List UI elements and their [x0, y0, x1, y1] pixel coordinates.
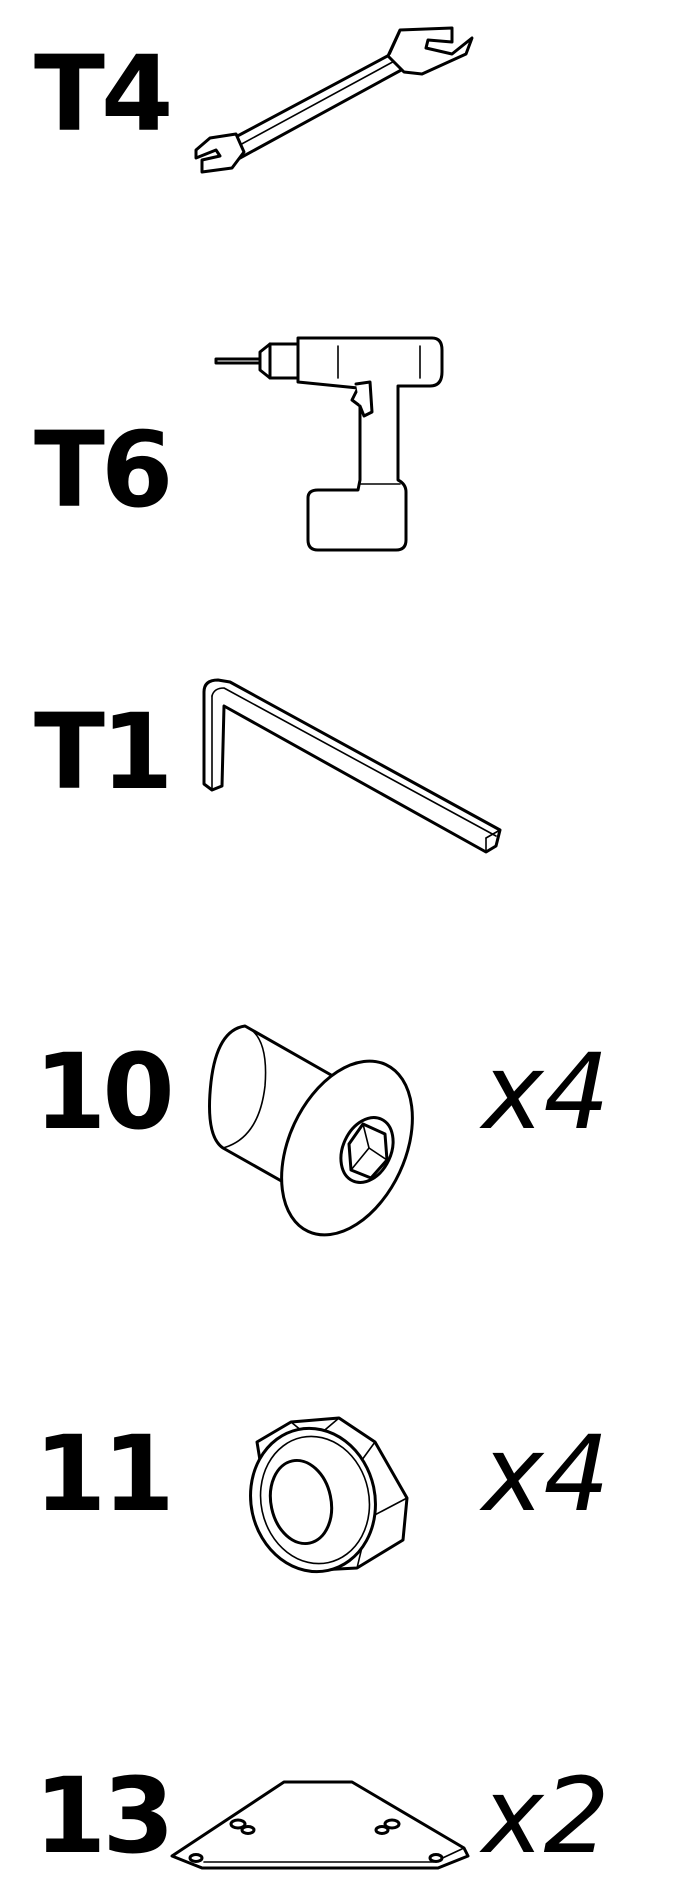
part-row-t1: T1 [0, 640, 675, 900]
part-row-11: 11 x4 [0, 1380, 675, 1640]
part-label: T6 [34, 409, 173, 531]
part-row-13: 13 x2 [0, 1740, 675, 1877]
hex-key-icon [202, 678, 502, 854]
part-row-t6: T6 [0, 300, 675, 560]
part-label: T4 [34, 33, 173, 155]
lock-nut-icon [249, 1416, 409, 1574]
corner-bracket-plate-icon [170, 1780, 470, 1870]
hex-socket-bolt-icon [208, 1024, 414, 1237]
quantity-label: x4 [482, 1413, 610, 1535]
part-label: 13 [34, 1755, 175, 1877]
part-row-t4: T4 [0, 0, 675, 200]
cordless-drill-icon [214, 336, 444, 552]
open-end-wrench-icon [194, 26, 474, 174]
quantity-label: x2 [482, 1755, 610, 1877]
part-label: T1 [34, 691, 173, 813]
part-label: 11 [34, 1413, 175, 1535]
part-row-10: 10 x4 [0, 1000, 675, 1260]
quantity-label: x4 [482, 1031, 610, 1153]
part-label: 10 [34, 1031, 175, 1153]
